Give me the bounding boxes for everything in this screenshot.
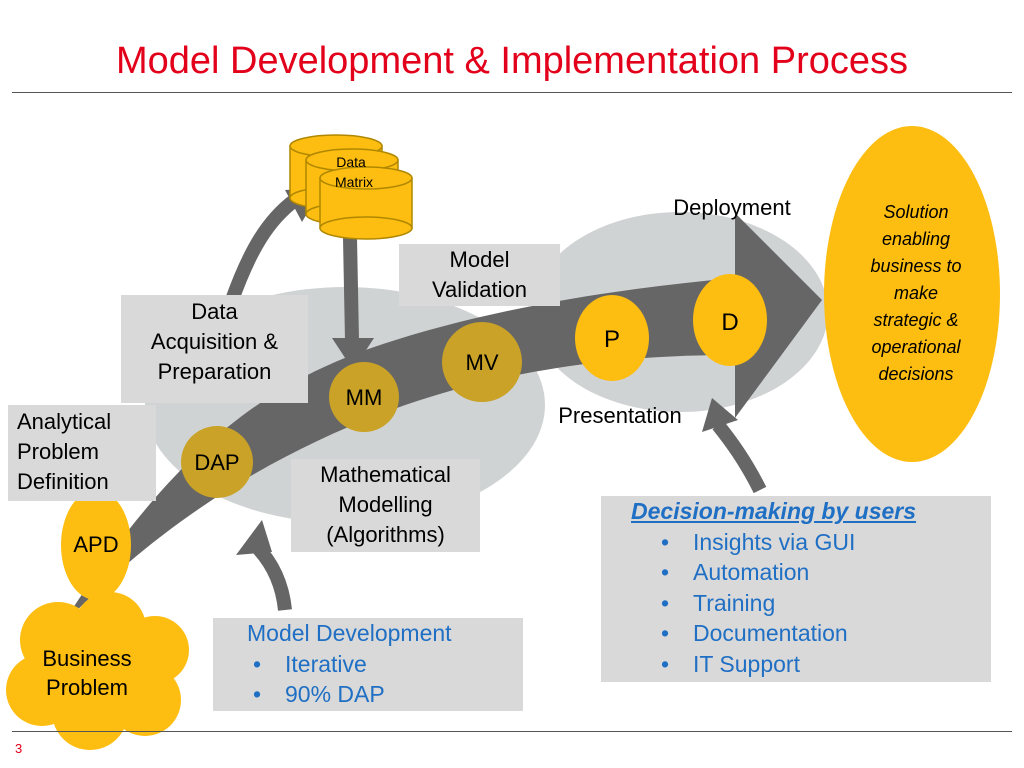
d-node	[693, 274, 767, 366]
model-dev-item: Iterative	[233, 649, 523, 680]
p-node	[575, 295, 649, 381]
data-acquisition-box: Data Acquisition & Preparation	[121, 295, 308, 403]
to-mm-arrow	[343, 237, 359, 341]
dap-node	[181, 426, 253, 498]
math-line: Mathematical	[320, 462, 451, 487]
to-data-matrix-arrow	[225, 194, 300, 303]
solution-line: enabling	[882, 229, 950, 249]
data-matrix-label-2: Matrix	[335, 174, 373, 190]
solution-text: Solution enabling business to make strat…	[870, 202, 961, 384]
data-matrix-label-1: Data	[336, 154, 366, 170]
page-number: 3	[15, 741, 23, 756]
model-development-box: Model Development Iterative 90% DAP	[213, 618, 523, 711]
model-dev-feedback-arrowhead	[236, 520, 272, 555]
top-divider	[12, 92, 1012, 93]
decision-list: Insights via GUI Automation Training Doc…	[631, 527, 991, 680]
business-problem-line: Problem	[46, 675, 128, 700]
decision-item: Documentation	[641, 618, 991, 649]
model-dev-item: 90% DAP	[233, 679, 523, 710]
data-acq-line: Preparation	[157, 359, 272, 384]
solution-line: business to	[870, 256, 961, 276]
decision-item: Training	[641, 588, 991, 619]
model-validation-line: Validation	[432, 277, 527, 302]
analytical-line: Definition	[17, 469, 109, 494]
math-line: (Algorithms)	[326, 522, 445, 547]
solution-line: decisions	[878, 364, 953, 384]
p-node-label: P	[604, 326, 620, 353]
slide-title: Model Development & Implementation Proce…	[115, 40, 909, 82]
model-dev-list: Iterative 90% DAP	[233, 649, 523, 710]
deployment-label: Deployment	[673, 195, 790, 220]
solution-line: operational	[871, 337, 961, 357]
math-line: Modelling	[338, 492, 433, 517]
analytical-problem-definition-box: Analytical Problem Definition	[8, 405, 156, 501]
data-matrix-store: Data Matrix	[289, 134, 413, 240]
data-acq-line: Data	[191, 299, 238, 324]
decision-feedback-arrow	[712, 420, 767, 494]
solution-line: Solution	[883, 202, 948, 222]
decision-feedback-arrowhead	[702, 398, 738, 432]
dap-node-label: DAP	[194, 450, 239, 475]
d-node-label: D	[721, 309, 738, 336]
bottom-divider	[12, 731, 1012, 732]
model-dev-heading: Model Development	[247, 620, 452, 646]
analytical-line: Analytical	[17, 409, 112, 434]
business-problem-line: Business	[42, 646, 131, 671]
decision-item: IT Support	[641, 649, 991, 680]
model-dev-feedback-arrow	[249, 540, 292, 611]
solution-line: strategic &	[873, 310, 958, 330]
mathematical-modelling-box: Mathematical Modelling (Algorithms)	[291, 459, 480, 552]
mv-node	[442, 322, 522, 402]
mv-node-label: MV	[466, 350, 499, 375]
mm-node	[329, 362, 399, 432]
mm-node-label: MM	[346, 385, 383, 410]
solution-line: make	[894, 283, 938, 303]
business-problem-cloud	[6, 592, 189, 750]
apd-node	[61, 490, 131, 600]
apd-node-label: APD	[73, 532, 118, 557]
to-mm-arrowhead	[332, 338, 374, 370]
model-validation-box: Model Validation	[399, 244, 560, 306]
decision-making-box: Decision-making by users Insights via GU…	[601, 496, 991, 682]
presentation-label: Presentation	[558, 403, 682, 428]
solution-ellipse	[824, 126, 1000, 462]
analytical-line: Problem	[17, 439, 99, 464]
data-acq-line: Acquisition &	[150, 329, 279, 354]
decision-item: Insights via GUI	[641, 527, 991, 558]
decision-heading: Decision-making by users	[631, 498, 917, 524]
model-validation-line: Model	[449, 247, 510, 272]
decision-item: Automation	[641, 557, 991, 588]
